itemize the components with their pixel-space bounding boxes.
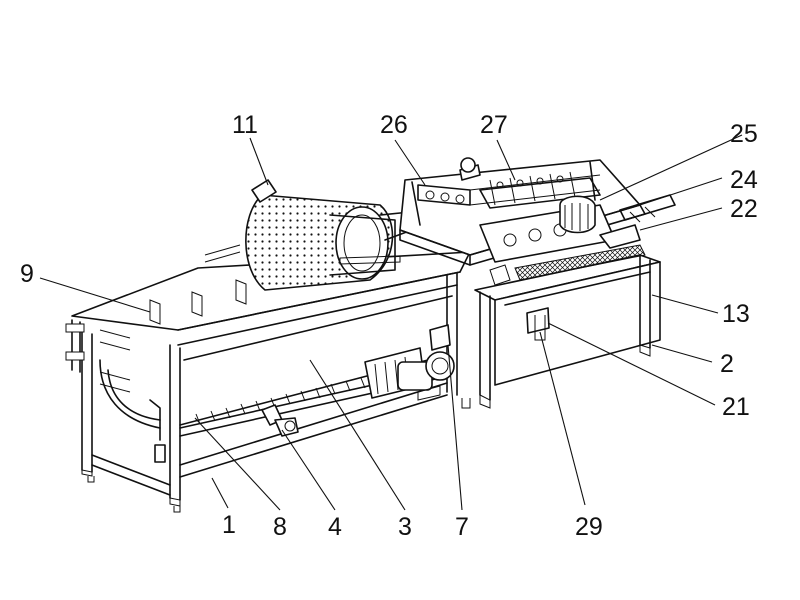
pump-motor bbox=[364, 324, 455, 401]
label-21: 21 bbox=[722, 393, 750, 421]
label-26: 26 bbox=[380, 111, 408, 139]
leader-9 bbox=[39, 277, 151, 313]
label-7: 7 bbox=[455, 513, 469, 541]
rinse-tank bbox=[474, 244, 661, 409]
leader-2 bbox=[651, 344, 713, 363]
drain-valve bbox=[261, 404, 299, 437]
label-8: 8 bbox=[273, 513, 287, 541]
label-11: 11 bbox=[232, 111, 258, 139]
leader-4 bbox=[281, 429, 336, 511]
leader-29 bbox=[539, 331, 586, 506]
leader-7 bbox=[447, 344, 463, 511]
leader-25 bbox=[599, 134, 743, 201]
leader-8 bbox=[194, 417, 281, 511]
drum bbox=[245, 179, 413, 291]
label-22: 22 bbox=[730, 195, 758, 223]
label-1: 1 bbox=[222, 511, 236, 539]
leader-24 bbox=[639, 177, 723, 206]
label-25: 25 bbox=[730, 120, 758, 148]
label-27: 27 bbox=[480, 111, 508, 139]
leader-27 bbox=[496, 139, 516, 181]
label-24: 24 bbox=[730, 166, 758, 194]
label-13: 13 bbox=[722, 300, 750, 328]
leader-13 bbox=[651, 294, 719, 314]
label-3: 3 bbox=[398, 513, 412, 541]
leader-3 bbox=[309, 359, 406, 511]
leader-11 bbox=[249, 137, 269, 186]
label-9: 9 bbox=[20, 260, 34, 288]
conveyor-section bbox=[399, 157, 676, 266]
label-2: 2 bbox=[720, 350, 734, 378]
label-29: 29 bbox=[575, 513, 603, 541]
leader-lines bbox=[39, 134, 743, 511]
leader-1 bbox=[211, 477, 229, 509]
side-pipes bbox=[65, 319, 166, 463]
leader-26 bbox=[394, 139, 426, 186]
label-4: 4 bbox=[328, 513, 342, 541]
leader-21 bbox=[547, 322, 716, 406]
leader-22 bbox=[639, 207, 723, 231]
part-labels: 11 9 26 27 25 24 22 13 2 21 29 7 3 4 8 1 bbox=[20, 111, 758, 541]
